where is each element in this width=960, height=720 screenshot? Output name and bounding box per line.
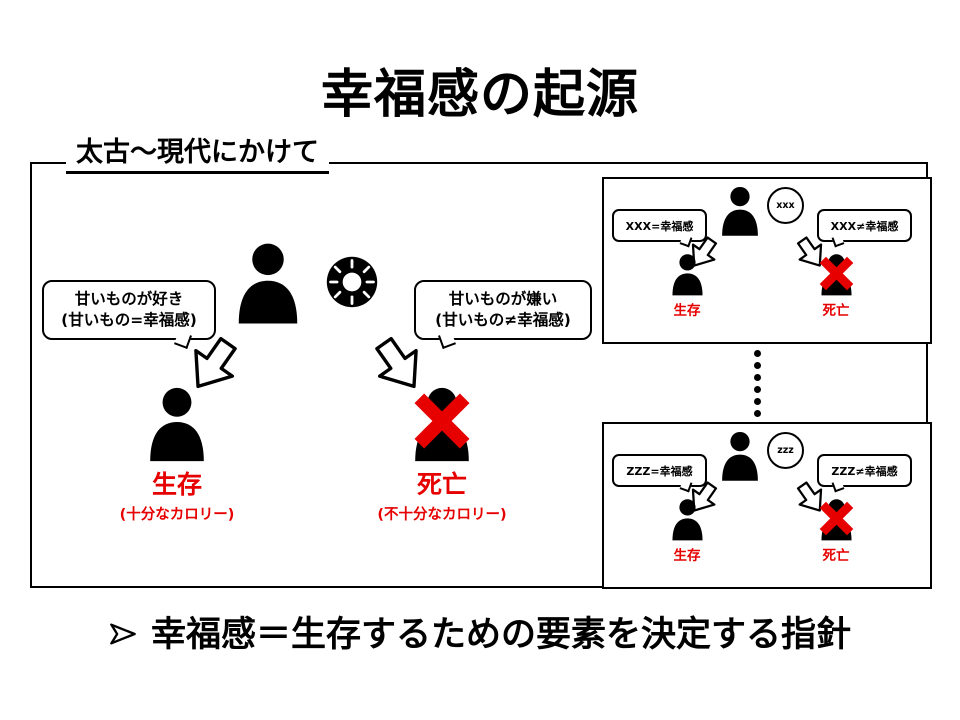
- ellipsis-dot: [753, 362, 761, 369]
- speech-bubble-equals: XXX=幸福感: [612, 209, 707, 248]
- person-icon: [722, 186, 758, 236]
- person-icon: [818, 253, 855, 296]
- ellipsis-dot: [753, 410, 761, 417]
- block-arrow-icon: [691, 481, 718, 512]
- generic-era-box-bottom: zzz ZZZ=幸福感 ZZZ≠幸福感: [602, 422, 932, 589]
- not-equals-bubble-text: XXX≠幸福感: [830, 219, 899, 233]
- bubble-tail: [438, 331, 456, 349]
- deceased-figure: 死亡 (不十分なカロリー): [367, 386, 517, 524]
- red-x-icon: [819, 256, 853, 291]
- generic-era-box-top: xxx XXX=幸福感 XXX≠幸福感: [602, 177, 932, 344]
- page-title: 幸福感の起源: [320, 65, 639, 125]
- person-icon: [718, 430, 762, 482]
- thought-text: xxx: [776, 200, 795, 211]
- ellipsis-dot: [753, 398, 761, 405]
- speech-bubble-not-equals: ZZZ≠幸福感: [817, 454, 912, 493]
- conclusion-line: 幸福感＝生存するための要素を決定する指針: [0, 606, 960, 657]
- survivor-figure: 生存 (十分なカロリー): [102, 386, 252, 524]
- red-x-icon: [819, 501, 853, 536]
- survive-sub-label: (十分なカロリー): [119, 507, 235, 523]
- like-bubble-line2: (甘いもの=幸福感): [61, 311, 197, 329]
- block-arrow-icon: [679, 474, 726, 521]
- survive-label: 生存: [151, 470, 202, 499]
- thought-text: zzz: [777, 445, 794, 456]
- person-icon: [671, 499, 703, 541]
- person-icon: [669, 253, 706, 296]
- person-icon: [150, 387, 204, 462]
- deceased-figure: 死亡: [791, 498, 881, 564]
- block-arrow-icon: [359, 325, 440, 406]
- person-icon: [238, 243, 298, 324]
- vertical-ellipsis: [750, 350, 764, 417]
- not-equals-bubble-text: ZZZ≠幸福感: [831, 464, 898, 478]
- bubble-tail: [831, 234, 845, 248]
- person-icon: [722, 431, 758, 481]
- person-icon: [818, 498, 855, 541]
- person-icon: [144, 386, 210, 462]
- block-arrow-icon: [691, 236, 718, 267]
- block-arrow-icon: [679, 229, 726, 276]
- like-bubble-line1: 甘いものが好き: [74, 290, 184, 309]
- person-icon: [671, 254, 703, 296]
- death-label: 死亡: [822, 548, 850, 564]
- equals-bubble-text: XXX=幸福感: [625, 219, 694, 233]
- block-arrow-icon: [173, 325, 254, 406]
- conclusion-text: 幸福感＝生存するための要素を決定する指針: [150, 615, 851, 655]
- ellipsis-dot: [753, 374, 761, 381]
- survive-label: 生存: [673, 303, 701, 319]
- speech-bubble-like: 甘いものが好き (甘いもの=幸福感): [42, 280, 216, 349]
- survivor-figure: 生存: [642, 253, 732, 319]
- block-arrow-icon: [796, 481, 823, 512]
- block-arrow-icon: [796, 236, 823, 267]
- speech-bubble-not-equals: XXX≠幸福感: [817, 209, 912, 248]
- speech-bubble-equals: ZZZ=幸福感: [612, 454, 707, 493]
- dislike-bubble-line1: 甘いものが嫌い: [448, 290, 558, 309]
- death-sub-label: (不十分なカロリー): [377, 507, 507, 523]
- ellipsis-dot: [753, 350, 761, 357]
- thought-bubble: zzz: [767, 432, 804, 469]
- person-icon: [232, 240, 304, 326]
- red-x-icon: [414, 393, 470, 449]
- speech-bubble-dislike: 甘いものが嫌い (甘いもの≠幸福感): [414, 280, 592, 349]
- block-arrow-icon: [194, 336, 237, 389]
- block-arrow-icon: [787, 229, 834, 276]
- era-label: 太古〜現代にかけて: [66, 136, 329, 174]
- person-icon: [409, 386, 475, 462]
- donut-icon: [324, 254, 380, 310]
- dislike-bubble-line2: (甘いもの≠幸福感): [435, 311, 571, 329]
- deceased-figure: 死亡: [791, 253, 881, 319]
- ellipsis-dot: [753, 386, 761, 393]
- donut-icon: [326, 256, 378, 308]
- person-icon: [669, 498, 706, 541]
- bubble-tail: [831, 479, 845, 493]
- survive-label: 生存: [673, 548, 701, 564]
- block-arrow-icon: [787, 474, 834, 521]
- death-label: 死亡: [822, 303, 850, 319]
- era-frame: 太古〜現代にかけて 甘いものが好き (甘いもの=幸福感) 甘いものが嫌い (甘い…: [30, 136, 932, 589]
- arrow-bullet-icon: [110, 623, 136, 645]
- equals-bubble-text: ZZZ=幸福感: [626, 464, 693, 478]
- survivor-figure: 生存: [642, 498, 732, 564]
- thought-bubble: xxx: [767, 187, 804, 224]
- block-arrow-icon: [375, 336, 418, 389]
- person-icon: [718, 185, 762, 237]
- death-label: 死亡: [416, 470, 467, 499]
